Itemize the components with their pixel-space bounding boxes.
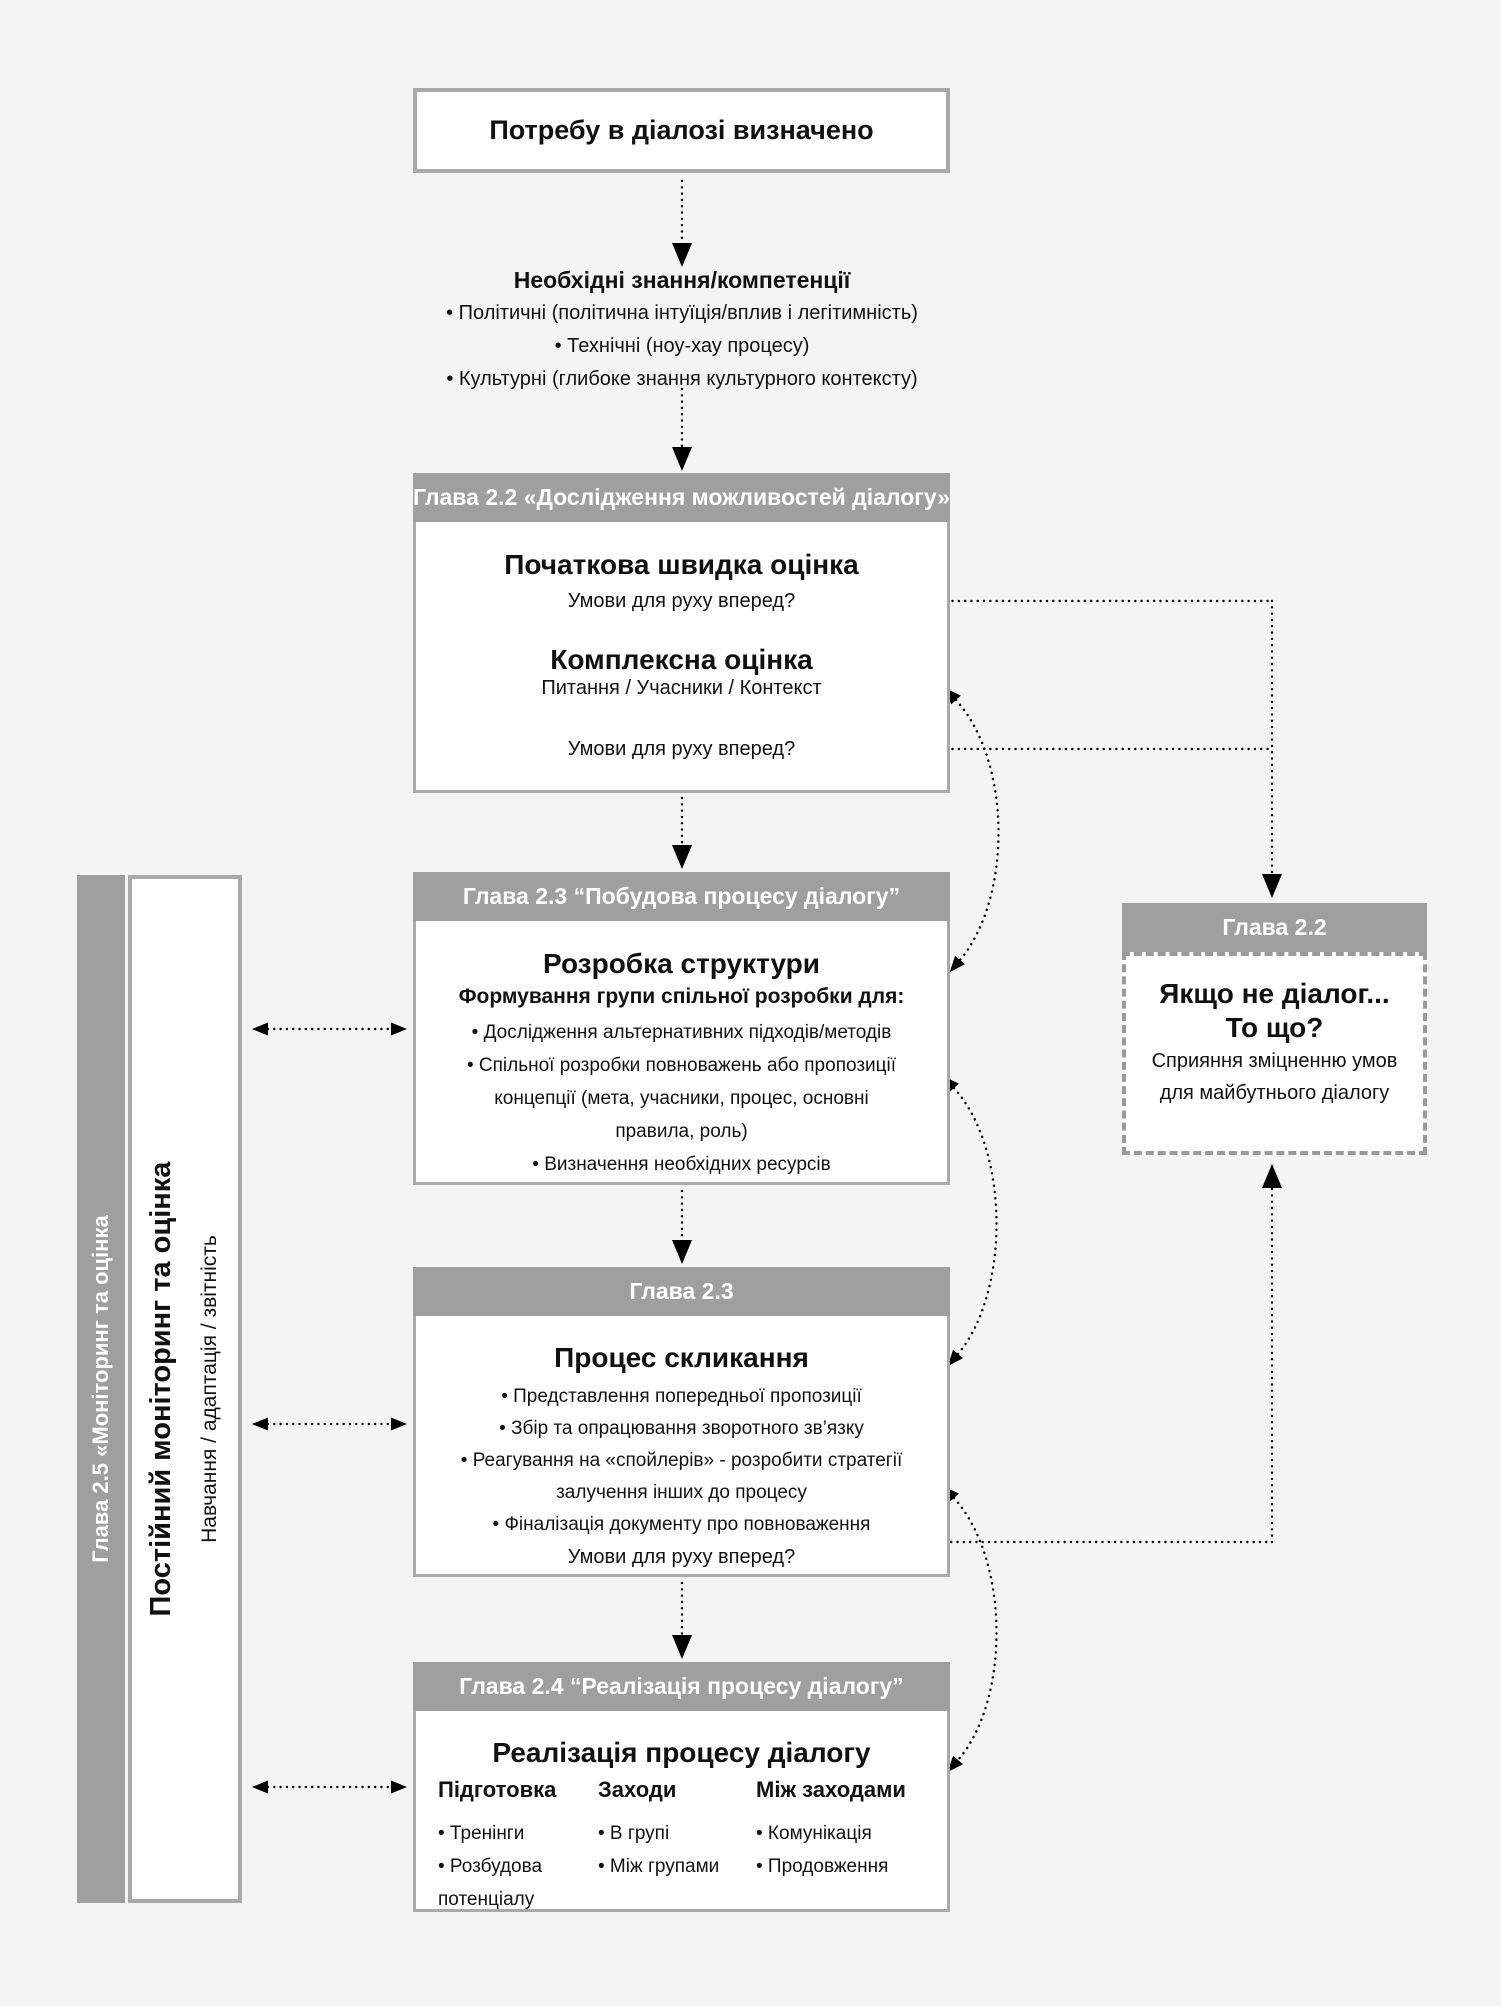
alt-body-line2: для майбутнього діалогу: [1159, 1082, 1390, 1104]
alt-body-line1: Сприяння зміцненню умов: [1151, 1050, 1398, 1072]
convening-process-box: Глава 2.3 Процес скликання • Представлен…: [413, 1267, 950, 1577]
conditions-question-3: Умови для руху вперед?: [567, 1546, 796, 1568]
implement-box-header: Глава 2.4 “Реалізація процесу діалогу”: [413, 1662, 950, 1711]
between-events-column-title: Між заходами: [756, 1777, 906, 1802]
design-item-continuation: концепції (мета, учасники, процес, основ…: [494, 1088, 869, 1109]
convene-box-header: Глава 2.3: [413, 1267, 950, 1316]
convene-item: • Фіналізація документу про повноваження: [492, 1514, 871, 1535]
design-box-body: Розробка структури Формування групи спіл…: [416, 921, 947, 1182]
feedback-arc-icon: [943, 1486, 998, 1773]
knowledge-item: • Політичні (політична інтуїція/вплив і …: [446, 302, 918, 324]
between-events-item: • Продовження: [756, 1856, 889, 1877]
conditions-question-2: Умови для руху вперед?: [567, 738, 796, 760]
design-item: • Визначення необхідних ресурсів: [532, 1154, 831, 1175]
events-column: Заходи • В групі • Між групами: [598, 1777, 748, 1883]
alt-title-line2: То що?: [1225, 1012, 1324, 1043]
design-item: • Дослідження альтернативних підходів/ме…: [471, 1022, 892, 1043]
conditions-question-1: Умови для руху вперед?: [567, 590, 796, 612]
preparation-column-title: Підготовка: [438, 1777, 557, 1802]
knowledge-title: Необхідні знання/компетенції: [513, 267, 851, 293]
continuous-monitoring-title: Постійний моніторинг та оцінка: [145, 1161, 177, 1617]
structure-development-title: Розробка структури: [542, 948, 821, 979]
continuous-monitoring-text-wrap: Постійний моніторинг та оцінка Навчання …: [132, 879, 238, 1899]
between-events-item: • Комунікація: [756, 1823, 872, 1844]
monitoring-chapter-label-wrap: Глава 2.5 «Моніторинг та оцінка: [77, 875, 125, 1903]
preparation-item-continuation: потенціалу: [438, 1889, 535, 1910]
explore-box-header: Глава 2.2 «Дослідження можливостей діало…: [413, 473, 950, 522]
monitoring-chapter-label: Глава 2.5 «Моніторинг та оцінка: [88, 1215, 113, 1563]
convene-item: • Збір та опрацювання зворотного зв’язку: [499, 1418, 864, 1439]
knowledge-block: Необхідні знання/компетенції • Політичні…: [330, 264, 1034, 396]
alt-box-header: Глава 2.2: [1122, 903, 1427, 952]
implement-header-label: Глава 2.4 “Реалізація процесу діалогу”: [459, 1673, 904, 1699]
feedback-arc-icon: [943, 1076, 998, 1367]
if-not-dialogue-box: Якщо не діалог... То що? Сприяння зміцне…: [1122, 952, 1427, 1155]
preparation-item: • Тренінги: [438, 1823, 525, 1844]
convening-title: Процес скликання: [554, 1342, 809, 1373]
design-item: • Спільної розробки повноважень або проп…: [466, 1055, 897, 1076]
design-box-header: Глава 2.3 “Побудова процесу діалогу”: [413, 872, 950, 921]
events-item: • Між групами: [598, 1856, 720, 1877]
comprehensive-assessment-title: Комплексна оцінка: [550, 644, 813, 675]
between-events-column: Між заходами • Комунікація • Продовження: [756, 1777, 936, 1883]
feedback-arc-icon: [945, 688, 1000, 973]
design-process-box: Глава 2.3 “Побудова процесу діалогу” Роз…: [413, 872, 950, 1185]
convene-item: • Представлення попередньої пропозиції: [501, 1386, 862, 1407]
convene-header-label: Глава 2.3: [629, 1278, 734, 1304]
alt-title-line1: Якщо не діалог...: [1159, 978, 1390, 1009]
events-item: • В групі: [598, 1823, 670, 1844]
preparation-item: • Розбудова: [438, 1856, 543, 1877]
explore-box-body: Початкова швидка оцінка Умови для руху в…: [416, 522, 947, 790]
comprehensive-assessment-subtitle: Питання / Учасники / Контекст: [541, 677, 822, 699]
events-column-title: Заходи: [598, 1777, 677, 1802]
rapid-assessment-title: Початкова швидка оцінка: [504, 549, 859, 580]
need-identified-label: Потребу в діалозі визначено: [489, 115, 874, 145]
preparation-column: Підготовка • Тренінги • Розбудова потенц…: [438, 1777, 588, 1916]
convene-item: • Реагування на «спойлерів» - розробити …: [460, 1450, 903, 1471]
convene-box-body: Процес скликання • Представлення поперед…: [416, 1316, 947, 1574]
explore-header-label: Глава 2.2 «Дослідження можливостей діало…: [413, 484, 951, 510]
need-identified-box: Потребу в діалозі визначено: [413, 88, 950, 173]
explore-dialogue-box: Глава 2.2 «Дослідження можливостей діало…: [413, 473, 950, 793]
implementation-title: Реалізація процесу діалогу: [492, 1737, 871, 1768]
design-header-label: Глава 2.3 “Побудова процесу діалогу”: [462, 883, 901, 909]
structure-development-subtitle: Формування групи спільної розробки для:: [458, 985, 905, 1008]
knowledge-item: • Культурні (глибоке знання культурного …: [446, 368, 918, 390]
knowledge-item: • Технічні (ноу-хау процесу): [554, 335, 810, 357]
implement-box-body: Реалізація процесу діалогу Підготовка • …: [416, 1711, 947, 1910]
design-item-continuation: правила, роль): [615, 1121, 748, 1142]
convene-item-continuation: залучення інших до процесу: [556, 1482, 807, 1503]
implementation-box: Глава 2.4 “Реалізація процесу діалогу” Р…: [413, 1662, 950, 1912]
continuous-monitoring-subtitle: Навчання / адаптація / звітність: [198, 1235, 221, 1543]
continuous-monitoring-box: [128, 875, 242, 1903]
monitoring-chapter-stripe: [77, 875, 125, 1903]
alt-header-label: Глава 2.2: [1222, 914, 1327, 940]
